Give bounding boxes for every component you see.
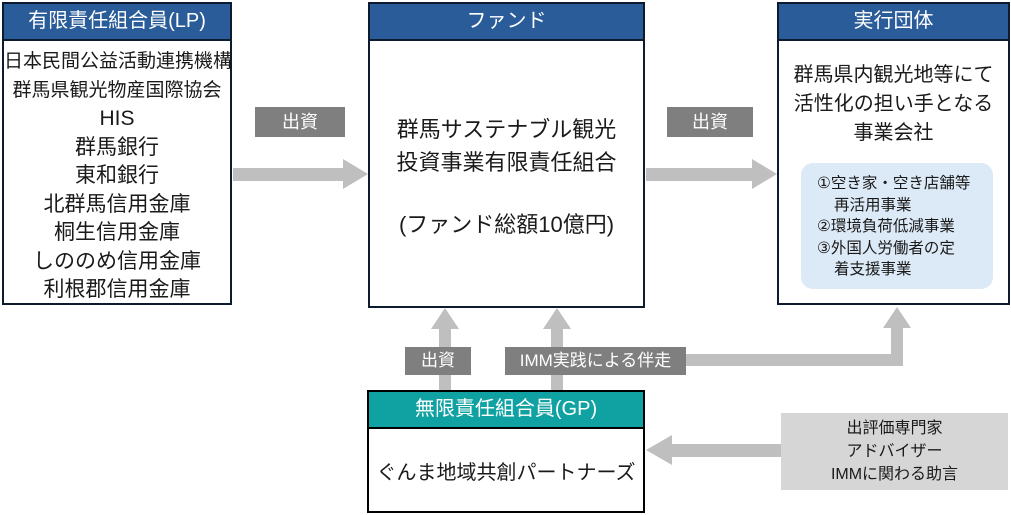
advisor-line: IMMに関わる助言 [830,466,959,483]
lp-box: 有限責任組合員(LP) 日本民間公益活動連携機構 群馬県観光物産国際協会 HIS… [2,2,232,305]
project-line: 着支援事業 [834,261,912,278]
project-line: ③外国人労働者の定 [817,239,955,257]
label-lp-investment: 出資 [255,107,345,137]
gp-name: ぐんま地域共創パートナーズ [376,461,636,484]
fund-box: ファンド 群馬サステナブル観光 投資事業有限責任組合 (ファンド総額10億円) [368,2,645,308]
gp-body: ぐんま地域共創パートナーズ [369,429,643,511]
executor-box-header: 実行団体 [779,4,1008,41]
lp-member-list: 日本民間公益活動連携機構 群馬県観光物産国際協会 HIS 群馬銀行 東和銀行 北… [4,41,233,305]
arrow-gp-investment-head [431,308,459,329]
label-imm-support: IMM実践による伴走 [505,347,686,375]
project-list-box: ①空き家・空き店舗等 再活用事業 ②環境負荷低減事業 ③外国人労働者の定 着支援… [801,163,993,289]
executor-description-line: 事業会社 [853,122,934,144]
lp-member: 群馬銀行 [75,135,159,159]
gp-box: 無限責任組合員(GP) ぐんま地域共創パートナーズ [367,390,645,513]
executor-description-line: 群馬県内観光地等にて [793,64,994,86]
arrow-advisor-to-gp-shaft [670,444,781,457]
connector-imm-horizontal [686,354,903,366]
arrow-lp-to-fund-head [343,159,368,189]
lp-member: 利根郡信用金庫 [43,278,191,301]
gp-box-header: 無限責任組合員(GP) [369,392,643,429]
lp-member: HIS [99,107,135,130]
fund-box-header: ファンド [370,4,643,41]
advisor-box: 出評価専門家 アドバイザー IMMに関わる助言 [781,413,1008,490]
project-line: 再活用事業 [834,196,912,214]
lp-member: 東和銀行 [75,164,159,187]
arrow-fund-to-executor-shaft [646,168,752,181]
advisor-line: アドバイザー [846,443,943,460]
label-fund-investment: 出資 [667,107,753,137]
executor-box: 実行団体 群馬県内観光地等にて 活性化の担い手となる 事業会社 ①空き家・空き店… [777,2,1010,305]
fund-body: 群馬サステナブル観光 投資事業有限責任組合 (ファンド総額10億円) [370,41,643,239]
lp-member: しののめ信用金庫 [33,249,201,273]
arrow-advisor-to-gp-head [646,435,672,465]
fund-name-line: 投資事業有限責任組合 [396,150,617,175]
project-line: ①空き家・空き店舗等 [817,175,971,192]
arrow-gp-imm-head [543,308,571,329]
connector-imm-vertical [891,327,903,366]
lp-member: 日本民間公益活動連携機構 [4,51,233,72]
executor-body: 群馬県内観光地等にて 活性化の担い手となる 事業会社 ①空き家・空き店舗等 再活… [779,41,1008,303]
lp-box-header: 有限責任組合員(LP) [4,4,230,41]
project-line: ②環境負荷低減事業 [817,218,955,235]
arrow-fund-to-executor-head [752,159,777,189]
executor-description-line: 活性化の担い手となる [793,93,994,115]
lp-member: 北群馬信用金庫 [43,192,191,216]
fund-name-line: 群馬サステナブル観光 [396,117,617,142]
label-gp-investment: 出資 [405,347,471,375]
connector-imm-head [883,307,911,328]
fund-total: (ファンド総額10億円) [398,212,615,237]
lp-member: 桐生信用金庫 [54,221,180,244]
arrow-lp-to-fund-shaft [233,168,343,181]
advisor-line: 出評価専門家 [846,420,943,437]
lp-member: 群馬県観光物産国際協会 [12,79,222,101]
